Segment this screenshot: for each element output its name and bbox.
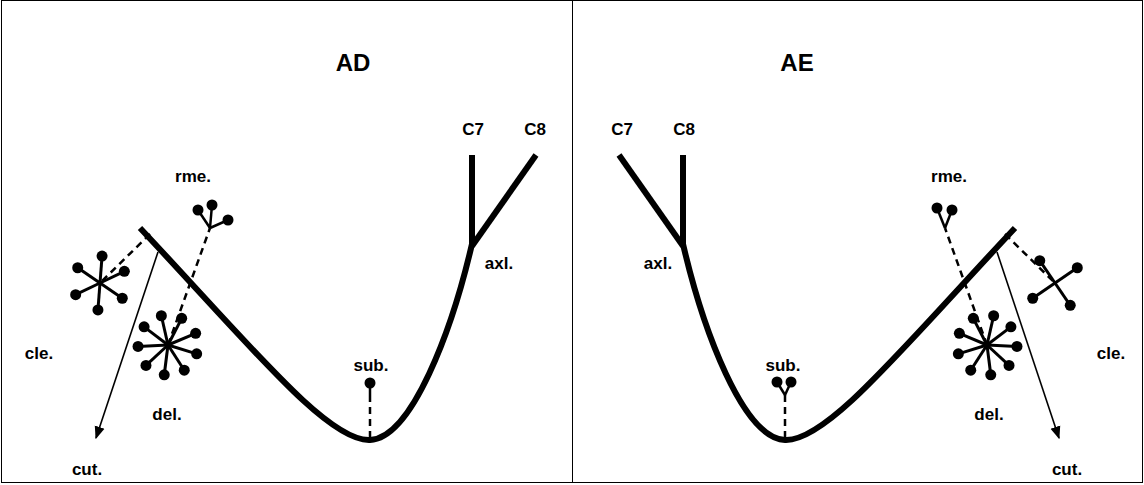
terminal-dot — [176, 313, 187, 324]
branch-dashed — [945, 228, 987, 345]
nerve-label: sub. — [766, 357, 801, 374]
terminal-dot — [70, 289, 81, 300]
terminal-dot — [1005, 321, 1016, 332]
root-line — [619, 155, 683, 246]
terminal-dot — [985, 369, 996, 380]
nerve-label: C8 — [673, 121, 695, 138]
terminal-dot — [139, 321, 150, 332]
terminal-dot — [92, 304, 103, 315]
terminal-dot — [954, 328, 965, 339]
nerve-label: C7 — [462, 121, 484, 138]
terminal-dot — [156, 310, 167, 321]
terminal-dot — [786, 377, 797, 388]
figure-panel: AE C7 C8 rme. cle. del. cut. sub. axl. — [572, 0, 1143, 483]
terminal-dot — [947, 205, 958, 216]
nerve-label: axl. — [485, 255, 513, 272]
nerve-label: cle. — [25, 345, 53, 362]
root-line — [680, 155, 686, 246]
terminal-dot — [193, 205, 204, 216]
nerve-label: cut. — [72, 461, 102, 478]
panel-heading: AE — [780, 51, 813, 75]
terminal-dot — [1034, 255, 1045, 266]
terminal-dot — [1027, 293, 1038, 304]
terminal-dot — [1072, 262, 1083, 273]
nerve-label: C7 — [611, 121, 633, 138]
nerve-label: rme. — [931, 168, 967, 185]
terminal-dot — [190, 328, 201, 339]
nerve-label: sub. — [354, 357, 389, 374]
nerve-label: axl. — [644, 255, 672, 272]
branch-dashed — [1005, 234, 1055, 283]
nerve-label: cut. — [1052, 461, 1082, 478]
root-line — [469, 155, 475, 246]
root-line — [472, 155, 536, 246]
terminal-dot — [965, 365, 976, 376]
terminal-dot — [179, 365, 190, 376]
nerve-trunk — [140, 228, 472, 440]
nerve-drawing — [619, 155, 1083, 440]
terminal-dot — [191, 348, 202, 359]
terminal-dot — [97, 251, 108, 262]
muscle-star — [133, 310, 203, 380]
terminal-dot — [133, 341, 144, 352]
muscle-star — [70, 251, 130, 316]
figure-panel: AD C7 C8 rme. cle. del. cut. sub. axl. — [1, 0, 573, 483]
branch-dashed — [168, 228, 210, 345]
panel-heading: AD — [336, 51, 371, 75]
nerve-trunk — [683, 228, 1015, 440]
terminal-dot — [207, 200, 218, 211]
terminal-dot — [223, 215, 234, 226]
terminal-dot — [365, 378, 376, 389]
terminal-dot — [1065, 300, 1076, 311]
terminal-dot — [72, 262, 83, 273]
terminal-dot — [117, 293, 128, 304]
terminal-dot — [159, 369, 170, 380]
terminal-dot — [932, 203, 943, 214]
muscle-star — [953, 310, 1023, 380]
terminal-dot — [1004, 360, 1015, 371]
terminal-dot — [119, 266, 130, 277]
nerve-label: del. — [974, 406, 1003, 423]
terminal-dot — [1011, 341, 1022, 352]
branch-dashed — [369, 395, 372, 438]
terminal-dot — [953, 348, 964, 359]
terminal-dot — [772, 377, 783, 388]
branch-dashed — [784, 395, 787, 438]
nerve-label: rme. — [175, 168, 211, 185]
nerve-label: del. — [152, 406, 181, 423]
muscle-star — [1027, 255, 1083, 311]
terminal-dot — [988, 310, 999, 321]
nerve-drawing — [70, 155, 536, 440]
terminal-dot — [140, 360, 151, 371]
branch-dashed — [100, 234, 150, 283]
nerve-label: cle. — [1097, 345, 1125, 362]
terminal-dot — [968, 313, 979, 324]
nerve-label: C8 — [524, 121, 546, 138]
